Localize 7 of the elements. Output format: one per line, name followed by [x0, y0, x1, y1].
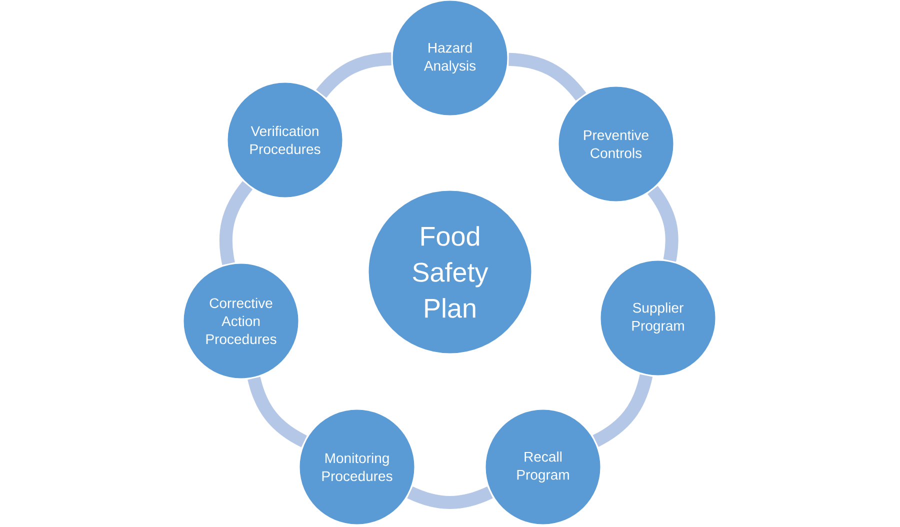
arc-connector [592, 374, 653, 447]
arc-connector [219, 181, 253, 265]
arc-connector [248, 376, 308, 448]
arc-connector [508, 52, 586, 101]
arc-connector [647, 186, 678, 262]
arc-connector [407, 486, 493, 509]
arc-connector [316, 52, 392, 98]
